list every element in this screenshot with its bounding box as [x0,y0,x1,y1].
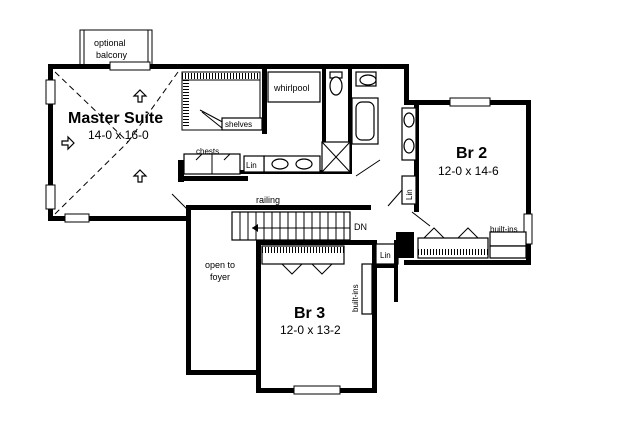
vanity-sink-icon [355,71,377,87]
br2-vanity-sinks [401,107,417,161]
tray-ceiling-lines [54,71,179,215]
br3-builtins [361,263,373,315]
br3-closet [261,245,345,275]
stair-down-label: DN [354,222,367,232]
linen-master-label: Lin [246,161,257,170]
builtins-br3-label: built-ins [351,284,360,312]
master-suite-dims: 14-0 x 16-0 [88,128,149,142]
whirlpool-tub [267,71,321,103]
balcony-label-line1: optional [94,38,126,48]
open-to-foyer-line1: open to [205,260,235,270]
master-suite-name: Master Suite [68,110,163,127]
linen-closet-hall [375,240,399,302]
builtins-br2-label: built-ins [490,225,518,234]
br2-name: Br 2 [456,145,487,162]
shelves-label: shelves [225,120,252,129]
walk-in-closet [181,71,263,131]
closet-hatching [182,73,260,128]
door-swings-master [171,111,381,211]
linen-hall-label: Lin [380,251,391,260]
br2-windows [449,97,533,245]
br2-dims: 12-0 x 14-6 [438,164,499,178]
linen-br2-label: Lin [405,189,414,200]
chests-label: chests [196,147,219,156]
whirlpool-label: whirlpool [273,83,310,93]
optional-balcony [79,29,153,67]
staircase [231,211,351,241]
double-vanity [263,155,321,173]
linen-closet-master [243,155,265,173]
br3-window [293,385,341,395]
br2-closet [417,227,527,259]
chests-cabinets [183,153,241,175]
hall-walls [186,205,371,375]
shower-stall [321,141,351,173]
open-to-foyer-line2: foyer [210,272,230,282]
railing-label: railing [256,195,280,205]
tub-hall-bath [351,97,379,145]
balcony-label-line2: balcony [96,50,128,60]
master-windows [45,61,151,223]
toilet-fixture [329,71,343,96]
br3-dims: 12-0 x 13-2 [280,323,341,337]
door-swing-br2 [387,189,431,227]
vent-icon [61,89,148,183]
br3-name: Br 3 [294,305,325,322]
